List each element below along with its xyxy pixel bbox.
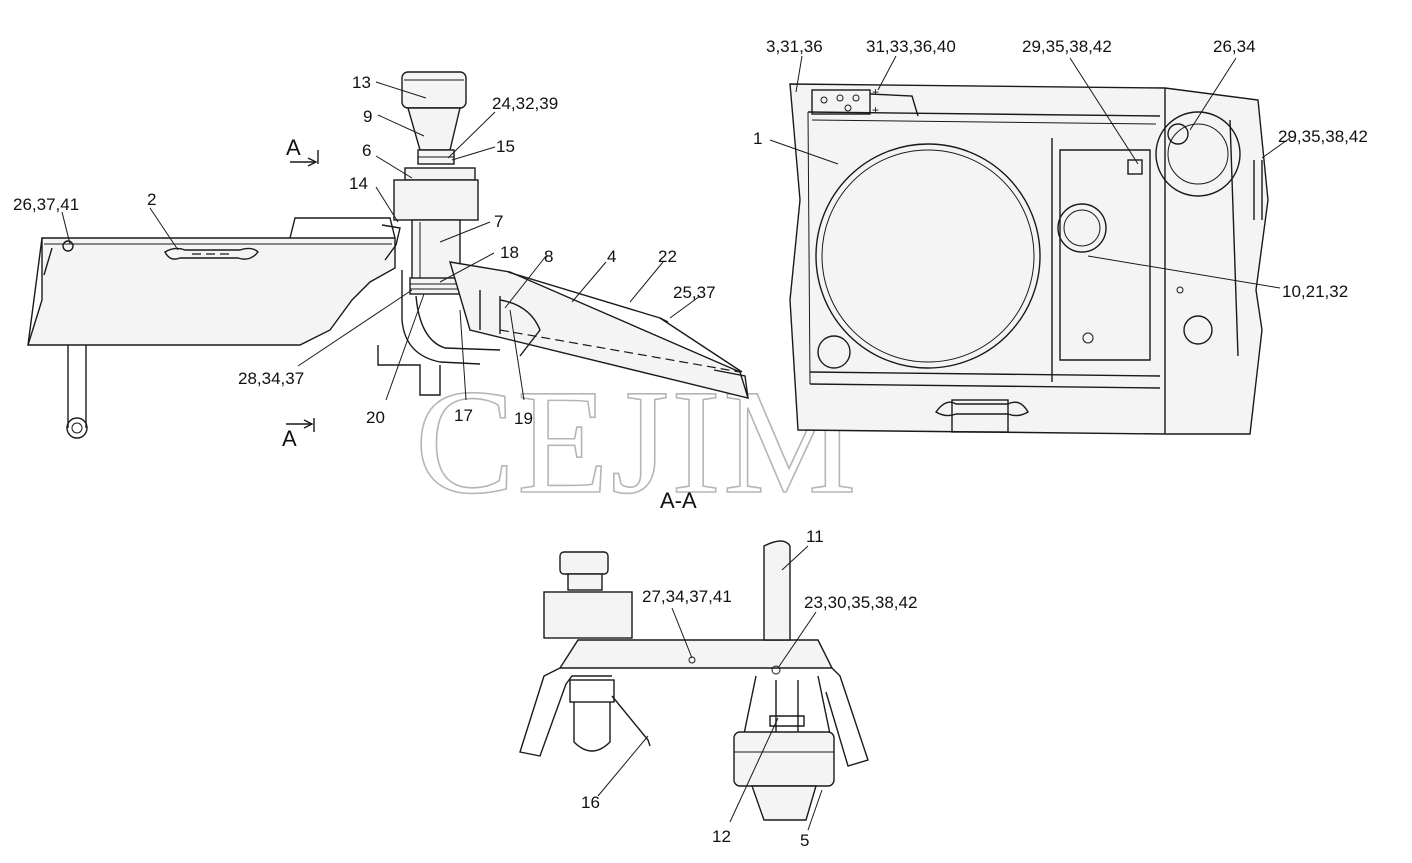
side-view-drawing [27, 71, 750, 439]
plus-sign: + [872, 103, 879, 117]
callout-26-34: 26,34 [1213, 37, 1256, 56]
callout-2: 2 [147, 190, 156, 209]
front-view-callouts: 3,31,36 31,33,36,40 29,35,38,42 26,34 1 … [753, 37, 1368, 301]
section-view-drawing [519, 540, 869, 821]
callout-19: 19 [514, 409, 533, 428]
callout-27-34-37-41: 27,34,37,41 [642, 587, 732, 606]
callout-25-37: 25,37 [673, 283, 716, 302]
plus-sign: + [872, 85, 879, 99]
watermark: CEJIM [415, 359, 858, 525]
callout-9: 9 [363, 107, 372, 126]
callout-1: 1 [753, 129, 762, 148]
callout-8: 8 [544, 247, 553, 266]
callout-4: 4 [607, 247, 616, 266]
callout-18: 18 [500, 243, 519, 262]
section-marker-top-letter: A [286, 135, 301, 160]
section-marker-top: A [286, 135, 319, 167]
callout-5: 5 [800, 831, 809, 850]
callout-12: 12 [712, 827, 731, 846]
callout-3-31-36: 3,31,36 [766, 37, 823, 56]
callout-29-35-38-42-top: 29,35,38,42 [1022, 37, 1112, 56]
callout-14: 14 [349, 174, 368, 193]
section-view-callouts: 11 27,34,37,41 23,30,35,38,42 16 12 5 [581, 527, 917, 850]
section-title: A-A [660, 488, 697, 513]
callout-16: 16 [581, 793, 600, 812]
front-view-drawing [789, 83, 1269, 435]
callout-31-33-36-40: 31,33,36,40 [866, 37, 956, 56]
callout-11: 11 [806, 527, 824, 546]
section-marker-bottom: A [282, 418, 315, 451]
front-view-leaders [769, 55, 1291, 289]
section-view-leaders [597, 545, 823, 831]
callout-7: 7 [494, 212, 503, 231]
section-marker-bottom-letter: A [282, 426, 297, 451]
side-view-leaders [61, 81, 701, 401]
callout-13: 13 [352, 73, 371, 92]
callout-10-21-32: 10,21,32 [1282, 282, 1348, 301]
callout-22: 22 [658, 247, 677, 266]
callout-17: 17 [454, 406, 473, 425]
callout-15: 15 [496, 137, 515, 156]
front-view-plus-signs: + + [872, 85, 879, 117]
callout-29-35-38-42-right: 29,35,38,42 [1278, 127, 1368, 146]
side-view-callouts: 13 9 24,32,39 6 15 14 26,37,41 2 7 18 8 … [13, 73, 716, 428]
callout-23-30-35-38-42: 23,30,35,38,42 [804, 593, 917, 612]
callout-20: 20 [366, 408, 385, 427]
callout-24-32-39: 24,32,39 [492, 94, 558, 113]
callout-26-37-41: 26,37,41 [13, 195, 79, 214]
callout-28-34-37: 28,34,37 [238, 369, 304, 388]
callout-6: 6 [362, 141, 371, 160]
